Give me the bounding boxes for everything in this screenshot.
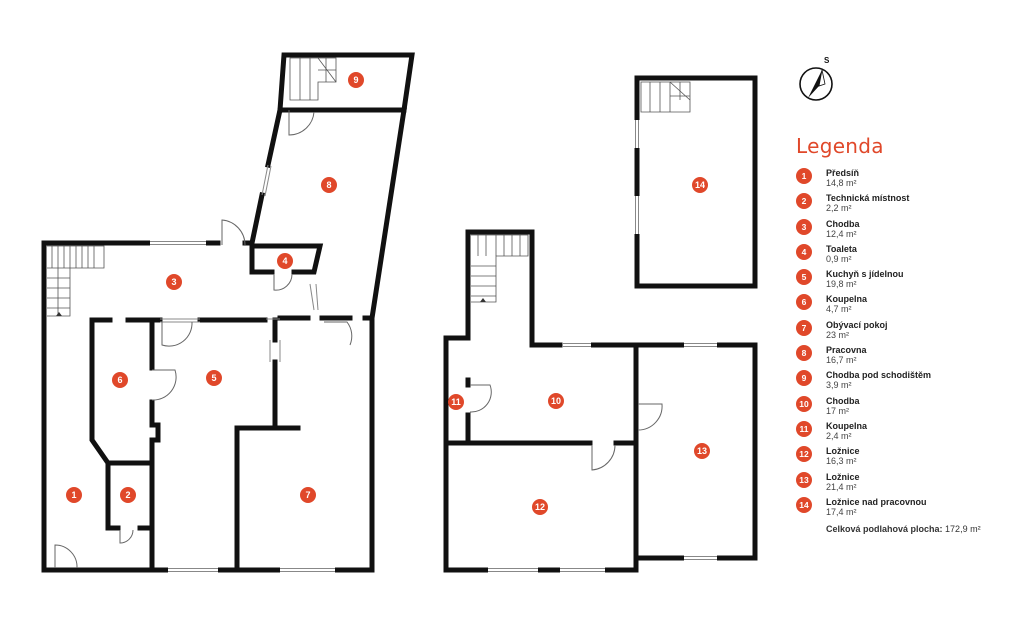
room-number: 5 [211, 373, 216, 383]
room-badge [448, 394, 464, 410]
legend-badge: 11 [796, 420, 812, 437]
room-badge [277, 253, 293, 269]
total-value: 172,9 m² [945, 524, 981, 535]
room-number: 12 [535, 502, 545, 512]
legend-badge: 3 [796, 218, 812, 235]
legend-item-area: 2,4 m² [826, 430, 852, 441]
legend-item-area: 16,7 m² [826, 355, 857, 366]
legend-item-area: 2,2 m² [826, 203, 852, 214]
room-number: 2 [125, 490, 130, 500]
legend-item-name: Toaleta [826, 243, 857, 254]
north-arrow-icon: S [799, 56, 833, 101]
legend-badge: 10 [796, 395, 812, 412]
compass-label: S [824, 56, 830, 65]
legend-badge: 8 [796, 345, 812, 362]
legend-item-area: 19,8 m² [826, 279, 857, 290]
legend-badge: 2 [796, 193, 812, 210]
room-badge [348, 72, 364, 88]
room-number: 1 [71, 490, 76, 500]
legend-item-area: 16,3 m² [826, 456, 857, 467]
legend-item-name: Pracovna [826, 345, 867, 356]
room-number: 10 [551, 396, 561, 406]
legend-item-name: Technická místnost [826, 193, 910, 204]
legend-item-area: 17,4 m² [826, 506, 857, 517]
legend-item-name: Ložnice [826, 471, 860, 482]
legend-item-area: 14,8 m² [826, 178, 857, 188]
legend-badge: 12 [796, 446, 812, 463]
room-number: 11 [451, 397, 461, 407]
room-number: 3 [171, 277, 176, 287]
legend-item-area: 4,7 m² [826, 304, 852, 315]
room-number: 14 [695, 180, 705, 190]
room-badge [206, 370, 222, 386]
legend-item-area: 12,4 m² [826, 228, 857, 239]
room-number: 9 [353, 75, 358, 85]
room-number: 6 [117, 375, 122, 385]
legend-item-name: Chodba [826, 218, 860, 229]
legend-item-name: Chodba [826, 395, 860, 406]
room-number: 13 [697, 446, 707, 456]
legend-item-name: Kuchyň s jídelnou [826, 269, 904, 280]
legend-item-area: 0,9 m² [826, 253, 852, 264]
room-number: 7 [305, 490, 310, 500]
legend-item-name: Předsíň [826, 168, 860, 178]
legend-badge: 6 [796, 294, 812, 311]
legend-item-name: Obývací pokoj [826, 319, 888, 330]
room-badge [66, 487, 82, 503]
room-badge [120, 487, 136, 503]
room-badge [300, 487, 316, 503]
legend-badge: 1 [796, 168, 812, 184]
room-badge [532, 499, 548, 515]
legend-item-name: Chodba pod schodištěm [826, 370, 932, 381]
room-number: 4 [282, 256, 287, 266]
legend-item-area: 3,9 m² [826, 380, 852, 391]
legend-badge: 9 [796, 370, 812, 387]
room-badge [321, 177, 337, 193]
room-badge [694, 443, 710, 459]
legend-item-area: 21,4 m² [826, 481, 857, 492]
legend-item-name: Koupelna [826, 420, 868, 431]
total-label: Celková podlahová plocha: [826, 524, 943, 535]
room-badge [692, 177, 708, 193]
legend-item-name: Ložnice nad pracovnou [826, 496, 927, 507]
room-badge [166, 274, 182, 290]
legend-badge: 5 [796, 269, 812, 286]
room-badge [112, 372, 128, 388]
legend-item-area: 23 m² [826, 329, 850, 340]
legend-item-name: Koupelna [826, 294, 868, 305]
legend-badge: 13 [796, 471, 812, 488]
room-number: 8 [326, 180, 331, 190]
legend-badge: 14 [796, 496, 812, 513]
legend-badge: 7 [796, 319, 812, 336]
legend-title: Legenda [796, 134, 884, 158]
legend-total: Celková podlahová plocha: 172,9 m² [796, 524, 1018, 534]
legend-item-area: 17 m² [826, 405, 850, 416]
legend-item-name: Ložnice [826, 446, 860, 457]
room-badge [548, 393, 564, 409]
legend-badge: 4 [796, 243, 812, 260]
